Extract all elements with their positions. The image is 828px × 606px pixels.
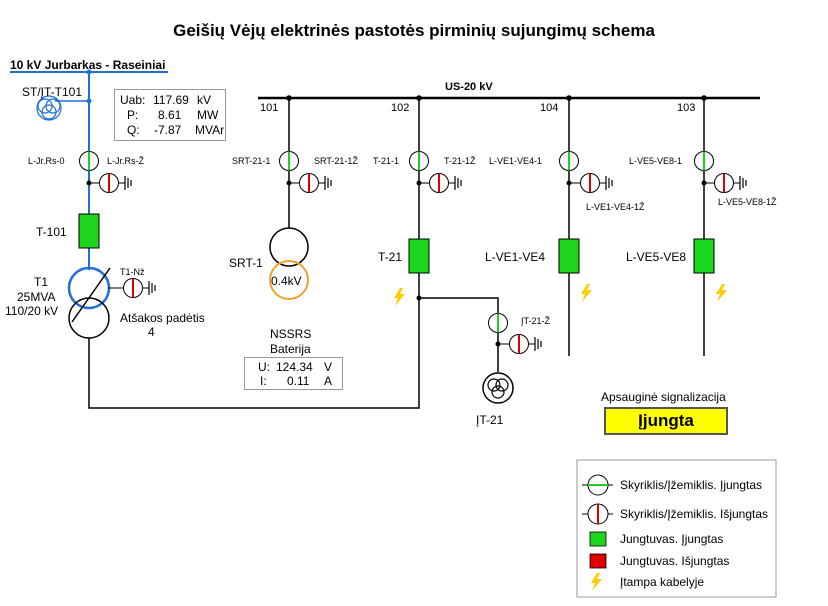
- t1-to-t21-wire: [88, 273, 420, 409]
- switch-t-21-1[interactable]: [408, 150, 430, 172]
- switch-srt-21-1z[interactable]: [298, 172, 320, 194]
- switch-it-21-z[interactable]: [508, 333, 530, 355]
- q-label: Q:: [127, 123, 140, 137]
- label-srt-21-1: SRT-21-1: [232, 156, 271, 166]
- it-21-label: ĮT-21: [476, 413, 504, 427]
- label-it-21-z: ĮT-21-Ž: [521, 316, 551, 326]
- label-t-21-1z: T-21-1Ž: [444, 156, 476, 166]
- legend-breaker-on-label: Jungtuvas. Įjungtas: [620, 532, 724, 546]
- alarm-status-indicator: Įjungta: [604, 407, 728, 435]
- breaker-l-ve1-ve4-label: L-VE1-VE4: [485, 250, 546, 264]
- label-l-ve5-ve8-1z: L-VE5-VE8-1Ž: [718, 197, 777, 207]
- label-l-jr-rs-0: L-Jr.Rs-0: [28, 156, 65, 166]
- label-l-jr-rs-z: L-Jr.Rs-Ž: [107, 156, 144, 166]
- t1-name: T1: [34, 275, 49, 289]
- breaker-l-ve5-ve8[interactable]: [693, 238, 715, 274]
- tap-position-label: Atšakos padėtis: [120, 311, 205, 325]
- srt-voltage: 0.4kV: [271, 274, 302, 288]
- switch-l-jr-rs-z[interactable]: [98, 172, 120, 194]
- bay-101-label: 101: [260, 102, 279, 114]
- tap-position-value: 4: [148, 325, 155, 339]
- legend-breaker-on-icon: [589, 531, 607, 547]
- q-unit: MVAr: [195, 123, 225, 137]
- switch-l-ve1-ve4-1z[interactable]: [579, 172, 601, 194]
- battery-i-label: I:: [260, 374, 267, 388]
- label-l-ve1-ve4-1z: L-VE1-VE4-1Ž: [586, 202, 645, 212]
- legend-closed-switch-icon: [587, 474, 609, 496]
- battery-title-2: Baterija: [270, 342, 311, 356]
- battery-i-unit: A: [324, 374, 333, 388]
- battery-box: U: 124.34 V I: 0.11 A: [244, 357, 343, 390]
- breaker-l-ve5-ve8-label: L-VE5-VE8: [626, 250, 687, 264]
- label-l-ve1-ve4-1: L-VE1-VE4-1: [489, 156, 543, 166]
- switch-l-ve1-ve4-1[interactable]: [558, 150, 580, 172]
- measurement-box: Uab: 117.69 kV P: 8.61 MW Q: -7.87 MVAr: [114, 89, 226, 141]
- transformer-t1[interactable]: [67, 266, 111, 339]
- battery-u-label: U:: [258, 360, 270, 374]
- srt-name: SRT-1: [229, 256, 263, 270]
- legend-open-switch-label: Skyriklis/Įžemiklis. Išjungtas: [620, 507, 769, 521]
- page-title: Geišių Vėjų elektrinės pastotės pirminių…: [173, 21, 655, 40]
- line-10kv-label: 10 kV Jurbarkas - Raseiniai: [10, 58, 166, 72]
- bay-103-label: 103: [677, 102, 696, 114]
- cable-voltage-icon-ve5: [716, 284, 727, 302]
- switch-srt-21-1[interactable]: [278, 150, 300, 172]
- switch-t1-nz[interactable]: [122, 277, 144, 299]
- label-t1-nz: T1-Nž: [120, 267, 145, 277]
- station-transformer-icon[interactable]: [36, 95, 62, 121]
- station-transformer-label: ST/ĮT-T101: [22, 85, 83, 99]
- switch-l-ve5-ve8-1z[interactable]: [713, 172, 735, 194]
- p-value: 8.61: [158, 108, 182, 122]
- legend-box: [576, 459, 777, 598]
- breaker-t21-label: T-21: [378, 250, 403, 264]
- switch-t-21-1z[interactable]: [428, 172, 450, 194]
- legend-open-switch-icon: [587, 503, 609, 525]
- breaker-t21[interactable]: [408, 238, 430, 274]
- uab-unit: kV: [197, 93, 212, 107]
- t1-voltage: 110/20 kV: [5, 304, 59, 318]
- uab-label: Uab:: [120, 93, 146, 107]
- legend-closed-switch-label: Skyriklis/Įžemiklis. Įjungtas: [620, 478, 763, 492]
- bay-102-label: 102: [391, 102, 410, 114]
- label-srt-21-1z: SRT-21-1Ž: [314, 156, 358, 166]
- legend-breaker-off-icon: [589, 553, 607, 569]
- breaker-l-ve1-ve4[interactable]: [558, 238, 580, 274]
- grounding-transformer-it-21[interactable]: [482, 372, 514, 404]
- alarm-label: Apsauginė signalizacija: [601, 390, 726, 404]
- battery-i-value: 0.11: [287, 374, 310, 388]
- p-unit: MW: [197, 108, 219, 122]
- battery-title-1: NSSRS: [270, 327, 312, 341]
- p-label: P:: [127, 108, 139, 122]
- switch-it-21[interactable]: [487, 312, 509, 334]
- label-t-21-1: T-21-1: [373, 156, 400, 166]
- uab-value: 117.69: [153, 93, 189, 107]
- legend-breaker-off-label: Jungtuvas. Išjungtas: [620, 554, 730, 568]
- battery-u-unit: V: [324, 360, 333, 374]
- battery-u-value: 124.34: [276, 360, 313, 374]
- label-l-ve5-ve8-1: L-VE5-VE8-1: [629, 156, 683, 166]
- legend-cable-voltage-label: Įtampa kabelyje: [620, 575, 705, 589]
- t1-rating: 25MVA: [17, 290, 56, 304]
- q-value: -7.87: [154, 123, 182, 137]
- cable-voltage-icon-t21: [394, 288, 405, 306]
- cable-voltage-icon-ve1: [581, 284, 592, 302]
- transformer-srt-1[interactable]: [269, 227, 309, 300]
- bay-104-label: 104: [540, 102, 559, 114]
- breaker-t101[interactable]: [78, 213, 100, 249]
- busbar-label: US-20 kV: [445, 81, 493, 93]
- breaker-t101-label: T-101: [36, 225, 67, 239]
- switch-l-jr-rs-0[interactable]: [78, 150, 100, 172]
- switch-l-ve5-ve8-1[interactable]: [693, 150, 715, 172]
